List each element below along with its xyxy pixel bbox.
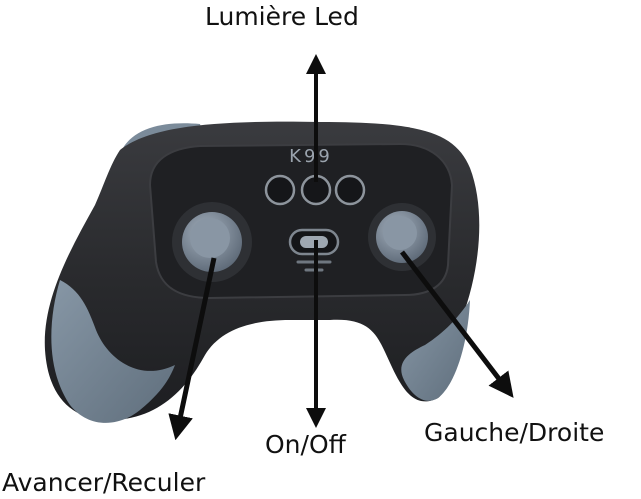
left-grip <box>51 280 175 423</box>
joystick-right-cap <box>383 216 417 250</box>
joystick-left-cap <box>190 218 230 258</box>
led-button-icon-right[interactable] <box>334 174 366 206</box>
label-led: Lumière Led <box>205 2 359 31</box>
label-left-right: Gauche/Droite <box>424 418 605 447</box>
right-grip <box>401 300 470 401</box>
led-button-icon-left[interactable] <box>264 174 296 206</box>
label-on-off: On/Off <box>265 430 346 459</box>
label-forward-backward: Avancer/Reculer <box>2 468 206 497</box>
logo: K99 <box>289 146 333 167</box>
arrow-icon-forward-backward <box>168 257 217 441</box>
arrow-icon-left-right <box>400 250 514 398</box>
